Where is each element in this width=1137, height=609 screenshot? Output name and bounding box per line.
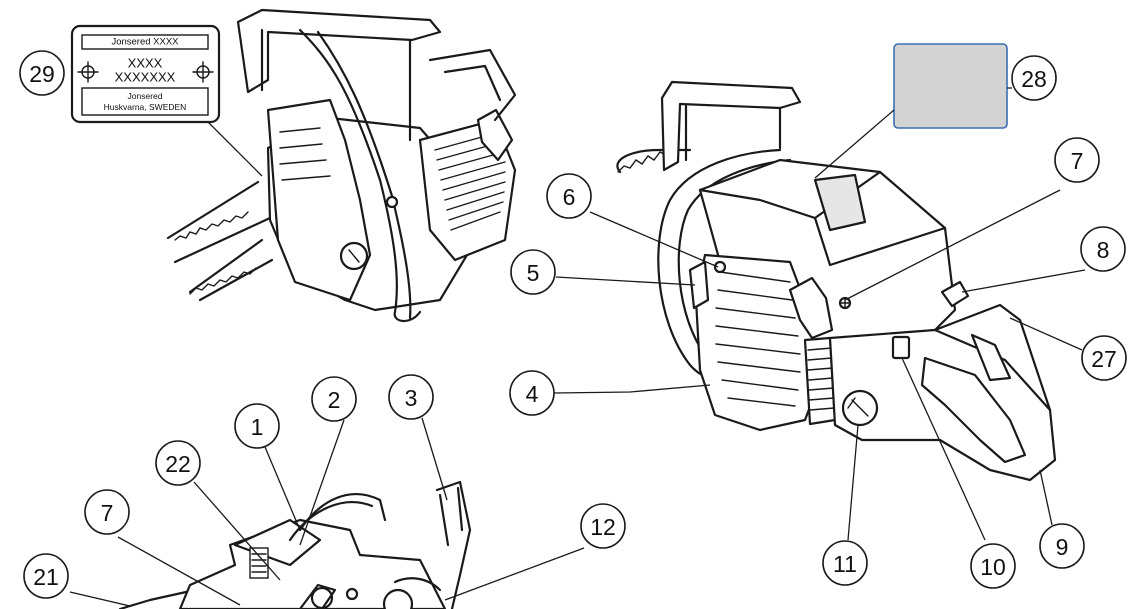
callout-9-label: 9 <box>1056 534 1069 560</box>
callout-7-bottom: 7 <box>84 489 130 535</box>
callouts: 29 28 7 6 8 5 27 4 <box>19 50 1127 599</box>
callout-6: 6 <box>546 173 592 219</box>
callout-1: 1 <box>234 403 280 449</box>
callout-5-label: 5 <box>527 260 540 286</box>
warning-label-swatch <box>893 43 1008 129</box>
rating-plate: Jonsered XXXX XXXX XXXXXXX Jonsered Husk… <box>70 24 263 177</box>
callout-11: 11 <box>822 540 868 586</box>
chainsaw-side-view <box>616 80 1057 482</box>
chainsaw-top-view <box>118 480 472 609</box>
callout-4: 4 <box>509 370 555 416</box>
callout-10: 10 <box>970 543 1016 589</box>
callout-27: 27 <box>1081 335 1127 381</box>
callout-29-label: 29 <box>29 61 55 87</box>
callout-2: 2 <box>311 376 357 422</box>
callout-1-label: 1 <box>251 414 264 440</box>
rating-plate-bottom-box <box>81 87 209 116</box>
callout-28: 28 <box>1011 55 1057 101</box>
callout-21: 21 <box>23 553 69 599</box>
rating-plate-serial: XXXXXXX <box>115 70 176 85</box>
callout-22-label: 22 <box>165 451 191 477</box>
callout-3-label: 3 <box>405 385 418 411</box>
callout-29: 29 <box>19 50 65 96</box>
rating-plate-address: Huskvarna, SWEDEN <box>104 102 187 112</box>
callout-9: 9 <box>1039 523 1085 569</box>
callout-10-label: 10 <box>980 554 1006 580</box>
rating-plate-top-box <box>81 34 209 50</box>
callout-8-label: 8 <box>1097 237 1110 263</box>
callout-5: 5 <box>510 249 556 295</box>
callout-7-right: 7 <box>1054 137 1100 183</box>
rating-plate-right-mark-icon <box>192 61 214 83</box>
callout-3: 3 <box>388 374 434 420</box>
chainsaw-rear-view <box>166 8 517 323</box>
rating-plate-left-mark-icon <box>77 61 99 83</box>
rating-plate-model: XXXX <box>128 56 163 71</box>
callout-12: 12 <box>580 503 626 549</box>
callout-28-label: 28 <box>1021 66 1047 92</box>
callout-21-label: 21 <box>33 564 59 590</box>
callout-11-label: 11 <box>833 551 857 577</box>
callout-8: 8 <box>1080 226 1126 272</box>
leader-lines <box>69 87 1086 607</box>
callout-2-label: 2 <box>328 387 341 413</box>
rating-plate-top-line: Jonsered XXXX <box>111 37 179 48</box>
callout-6-label: 6 <box>563 184 576 210</box>
rating-plate-maker: Jonsered <box>128 91 163 101</box>
callout-22: 22 <box>155 440 201 486</box>
callout-7-right-label: 7 <box>1071 148 1084 174</box>
callout-4-label: 4 <box>526 381 539 407</box>
callout-27-label: 27 <box>1091 346 1117 372</box>
callout-7-bottom-label: 7 <box>101 500 114 526</box>
callout-12-label: 12 <box>590 514 616 540</box>
